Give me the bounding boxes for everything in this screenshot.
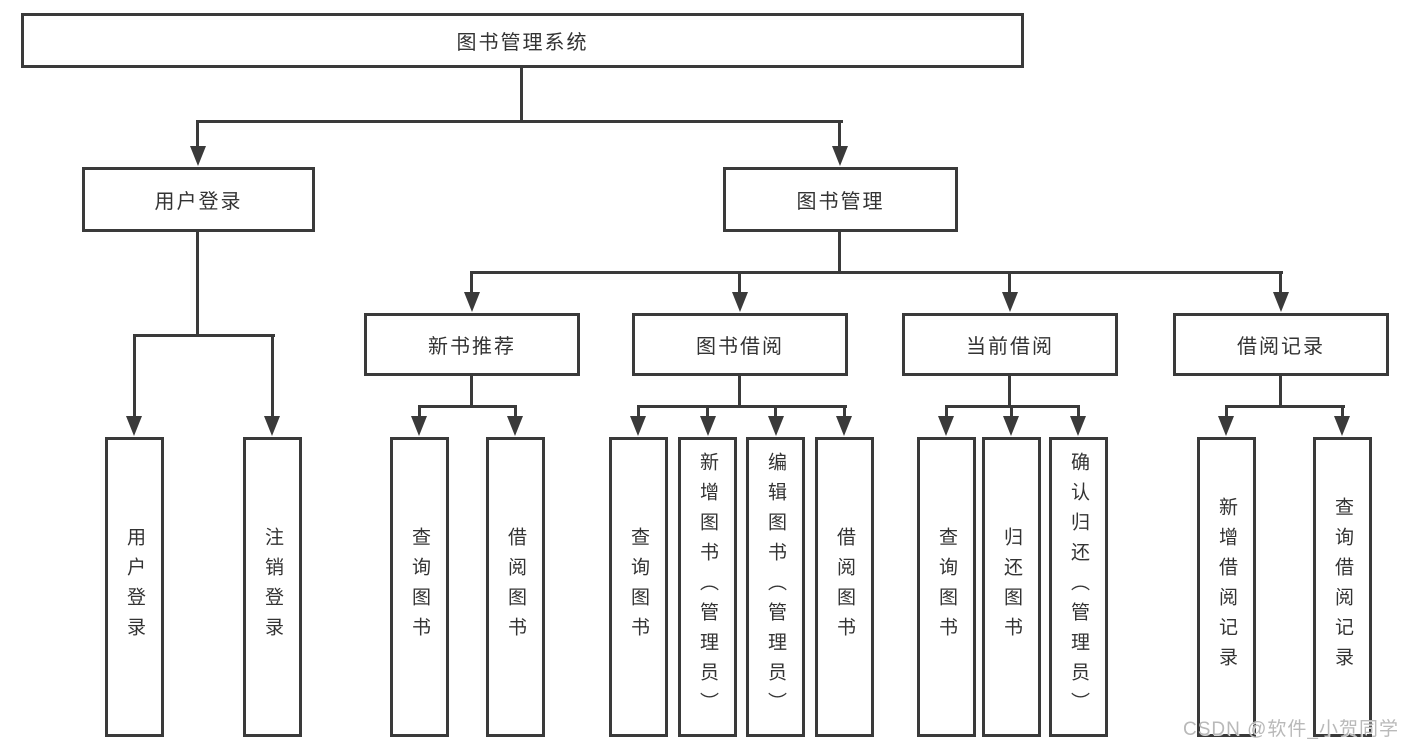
leaf-borrow-books: 借阅图书 (815, 437, 874, 737)
leaf-label: 查询图书 (409, 527, 430, 647)
node-library-management-system: 图书管理系统 (21, 13, 1024, 68)
arrowhead-down-icon (1002, 292, 1018, 312)
connector-line (637, 405, 640, 416)
leaf-label: 编辑图书（管理员） (765, 452, 786, 722)
connector-line (471, 271, 1283, 274)
leaf-label: 用户登录 (124, 527, 145, 647)
leaf-label: 注销登录 (262, 527, 283, 647)
leaf-query-borrow-record: 查询借阅记录 (1313, 437, 1372, 737)
leaf-confirm-return-admin: 确认归还（管理员） (1049, 437, 1108, 737)
leaf-query-books: 查询图书 (917, 437, 976, 737)
leaf-edit-books-admin: 编辑图书（管理员） (746, 437, 805, 737)
leaf-borrow-books: 借阅图书 (486, 437, 545, 737)
arrowhead-down-icon (464, 292, 480, 312)
connector-line (520, 68, 523, 122)
connector-line (1225, 405, 1228, 416)
arrowhead-down-icon (1273, 292, 1289, 312)
arrowhead-down-icon (1334, 416, 1350, 436)
leaf-label: 归还图书 (1001, 527, 1022, 647)
arrowhead-down-icon (938, 416, 954, 436)
connector-line (514, 405, 517, 416)
node-new-book-recommendation: 新书推荐 (364, 313, 580, 376)
arrowhead-down-icon (264, 416, 280, 436)
connector-line (1008, 271, 1011, 292)
connector-line (706, 405, 709, 416)
leaf-label: 确认归还（管理员） (1068, 452, 1089, 722)
connector-line (133, 334, 275, 337)
arrowhead-down-icon (1218, 416, 1234, 436)
leaf-label: 查询借阅记录 (1332, 497, 1353, 677)
leaf-label: 查询图书 (936, 527, 957, 647)
connector-line (843, 405, 846, 416)
leaf-label: 借阅图书 (505, 527, 526, 647)
connector-line (470, 376, 473, 407)
leaf-query-books: 查询图书 (609, 437, 668, 737)
connector-line (838, 232, 841, 273)
node-current-borrowing: 当前借阅 (902, 313, 1118, 376)
connector-line (637, 405, 847, 408)
arrowhead-down-icon (700, 416, 716, 436)
leaf-label: 新增图书（管理员） (697, 452, 718, 722)
connector-line (1010, 405, 1013, 416)
connector-line (1341, 405, 1344, 416)
arrowhead-down-icon (768, 416, 784, 436)
connector-line (418, 405, 421, 416)
connector-line (470, 271, 473, 292)
arrowhead-down-icon (190, 146, 206, 166)
arrowhead-down-icon (1003, 416, 1019, 436)
connector-line (1077, 405, 1080, 416)
leaf-label: 查询图书 (628, 527, 649, 647)
connector-line (1279, 271, 1282, 292)
node-label: 图书借阅 (696, 336, 784, 358)
arrowhead-down-icon (1070, 416, 1086, 436)
leaf-logout: 注销登录 (243, 437, 302, 737)
connector-line (738, 271, 741, 292)
node-book-management: 图书管理 (723, 167, 958, 232)
connector-line (1225, 405, 1345, 408)
leaf-user-login: 用户登录 (105, 437, 164, 737)
node-label: 借阅记录 (1237, 336, 1325, 358)
node-user-login: 用户登录 (82, 167, 315, 232)
connector-line (196, 120, 199, 146)
connector-line (133, 334, 136, 416)
arrowhead-down-icon (832, 146, 848, 166)
leaf-add-books-admin: 新增图书（管理员） (678, 437, 737, 737)
leaf-label: 借阅图书 (834, 527, 855, 647)
connector-line (838, 120, 841, 146)
arrowhead-down-icon (630, 416, 646, 436)
node-label: 图书管理系统 (456, 32, 589, 54)
node-label: 图书管理 (796, 191, 885, 213)
connector-line (1279, 376, 1282, 407)
arrowhead-down-icon (836, 416, 852, 436)
node-borrowing-records: 借阅记录 (1173, 313, 1389, 376)
leaf-add-borrow-record: 新增借阅记录 (1197, 437, 1256, 737)
leaf-label: 新增借阅记录 (1216, 497, 1237, 677)
leaf-query-books: 查询图书 (390, 437, 449, 737)
arrowhead-down-icon (507, 416, 523, 436)
connector-line (197, 120, 843, 123)
connector-line (1008, 376, 1011, 407)
node-label: 当前借阅 (966, 336, 1054, 358)
connector-line (738, 376, 741, 407)
leaf-return-books: 归还图书 (982, 437, 1041, 737)
connector-line (945, 405, 948, 416)
arrowhead-down-icon (411, 416, 427, 436)
connector-line (196, 232, 199, 336)
watermark: CSDN @软件_小贺同学 (1183, 719, 1399, 740)
node-label: 新书推荐 (428, 336, 516, 358)
connector-line (271, 334, 274, 416)
node-book-borrowing: 图书借阅 (632, 313, 848, 376)
arrowhead-down-icon (732, 292, 748, 312)
node-label: 用户登录 (154, 191, 243, 213)
connector-line (418, 405, 517, 408)
arrowhead-down-icon (126, 416, 142, 436)
connector-line (774, 405, 777, 416)
